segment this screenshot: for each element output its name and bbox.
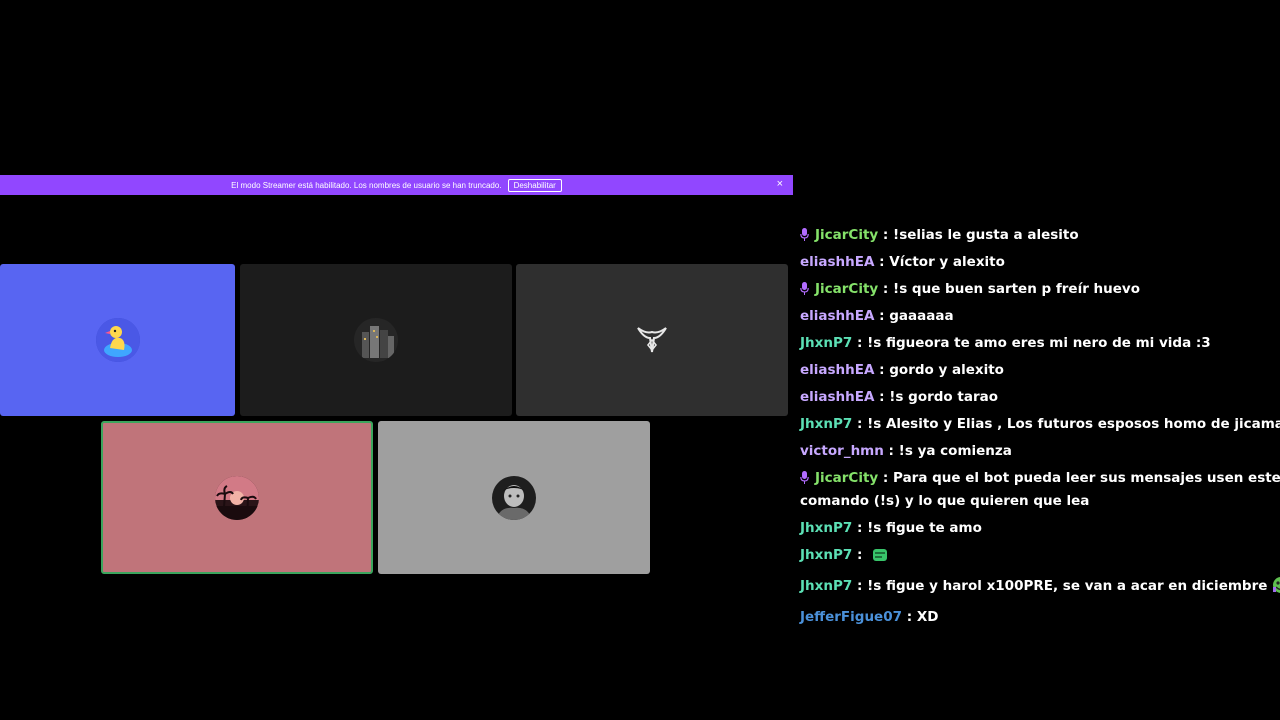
chat-message-text: Víctor y alexito [889, 254, 1005, 270]
chat-separator: : [883, 443, 899, 459]
chat-message: eliashhEA : !s gordo tarao [797, 384, 1280, 411]
chat-message: JhxnP7 : !s figue te amo [797, 515, 1280, 542]
participant-tile-4[interactable] [101, 421, 373, 574]
chat-message: eliashhEA : gordo y alexito [797, 357, 1280, 384]
chat-separator: : [874, 308, 890, 324]
chat-message: JicarCity : !selias le gusta a alesito [797, 222, 1280, 249]
green-face-emote-icon [1271, 576, 1280, 604]
chat-message: JhxnP7 : [797, 542, 1280, 573]
chat-username[interactable]: JicarCity [815, 281, 879, 297]
participant-tile-2[interactable] [240, 264, 512, 416]
chat-message-text: !s figueora te amo eres mi nero de mi vi… [867, 335, 1211, 351]
chat-message-text: !s que buen sarten p freír huevo [893, 281, 1141, 297]
chat-message: JhxnP7 : !s figue y harol x100PRE, se va… [797, 573, 1280, 604]
duck-avatar-icon [95, 318, 140, 362]
chat-username[interactable]: JhxnP7 [800, 335, 853, 351]
streamer-mode-text: El modo Streamer está habilitado. Los no… [231, 180, 502, 190]
chat-message-text: gaaaaaa [889, 308, 954, 324]
chat-username[interactable]: eliashhEA [800, 254, 875, 270]
chat-separator: : [902, 609, 917, 625]
chat-username[interactable]: JicarCity [815, 470, 879, 486]
dark-portrait-avatar-icon [492, 475, 536, 520]
chat-message: JhxnP7 : !s Alesito y Elias , Los futuro… [797, 411, 1280, 438]
close-icon[interactable]: × [776, 178, 783, 190]
participant-tile-1[interactable] [0, 264, 235, 416]
chat-message-text: Para que el bot pueda leer sus mensajes … [800, 470, 1280, 509]
chat-username[interactable]: JicarCity [815, 227, 879, 243]
chat-username[interactable]: eliashhEA [800, 389, 875, 405]
chat-message-text: !s figue y harol x100PRE, se van a acar … [867, 578, 1268, 594]
chat-separator: : [874, 254, 890, 270]
chat-message-text: !s figue te amo [867, 520, 982, 536]
streamer-mode-banner: El modo Streamer está habilitado. Los no… [0, 175, 793, 195]
sunset-palms-avatar-icon [215, 475, 259, 520]
chat-username[interactable]: JhxnP7 [800, 547, 853, 563]
chat-message-text: XD [916, 609, 939, 625]
chat-username[interactable]: JefferFigue07 [800, 609, 902, 625]
chat-separator: : [852, 547, 868, 563]
chat-username[interactable]: eliashhEA [800, 308, 875, 324]
chat-username[interactable]: JhxnP7 [800, 416, 853, 432]
chat-message: eliashhEA : Víctor y alexito [797, 249, 1280, 276]
chat-separator: : [852, 578, 868, 594]
emblem-avatar-icon [630, 318, 674, 362]
chat-separator: : [874, 362, 890, 378]
chat-message-text: !selias le gusta a alesito [893, 227, 1079, 243]
chat-message-text: !s gordo tarao [889, 389, 998, 405]
chat-message: JicarCity : Para que el bot pueda leer s… [797, 465, 1280, 515]
chat-username[interactable]: JhxnP7 [800, 520, 853, 536]
green-cup-emote-icon [871, 546, 889, 573]
chat-message: eliashhEA : gaaaaaa [797, 303, 1280, 330]
mic-icon [800, 281, 815, 297]
chat-separator: : [878, 227, 894, 243]
mic-icon [800, 470, 815, 486]
chat-separator: : [852, 520, 868, 536]
disable-streamer-mode-button[interactable]: Deshabilitar [507, 178, 562, 192]
chat-message: victor_hmn : !s ya comienza [797, 438, 1280, 465]
chat-message-text: gordo y alexito [889, 362, 1004, 378]
chat-username[interactable]: eliashhEA [800, 362, 875, 378]
participant-tile-3[interactable] [516, 264, 788, 416]
chat-message: JefferFigue07 : XD [797, 604, 1280, 631]
participant-tile-5[interactable] [378, 421, 650, 574]
chat-message-text: !s Alesito y Elias , Los futuros esposos… [867, 416, 1280, 432]
chat-message: JicarCity : !s que buen sarten p freír h… [797, 276, 1280, 303]
chat-message-text: !s ya comienza [898, 443, 1012, 459]
chat-separator: : [852, 416, 868, 432]
chat-username[interactable]: victor_hmn [800, 443, 884, 459]
city-avatar-icon [354, 318, 398, 362]
chat-username[interactable]: JhxnP7 [800, 578, 853, 594]
chat-separator: : [878, 281, 894, 297]
mic-icon [800, 227, 815, 243]
chat-separator: : [852, 335, 868, 351]
chat-separator: : [878, 470, 894, 486]
chat-separator: : [874, 389, 890, 405]
chat-message: JhxnP7 : !s figueora te amo eres mi nero… [797, 330, 1280, 357]
